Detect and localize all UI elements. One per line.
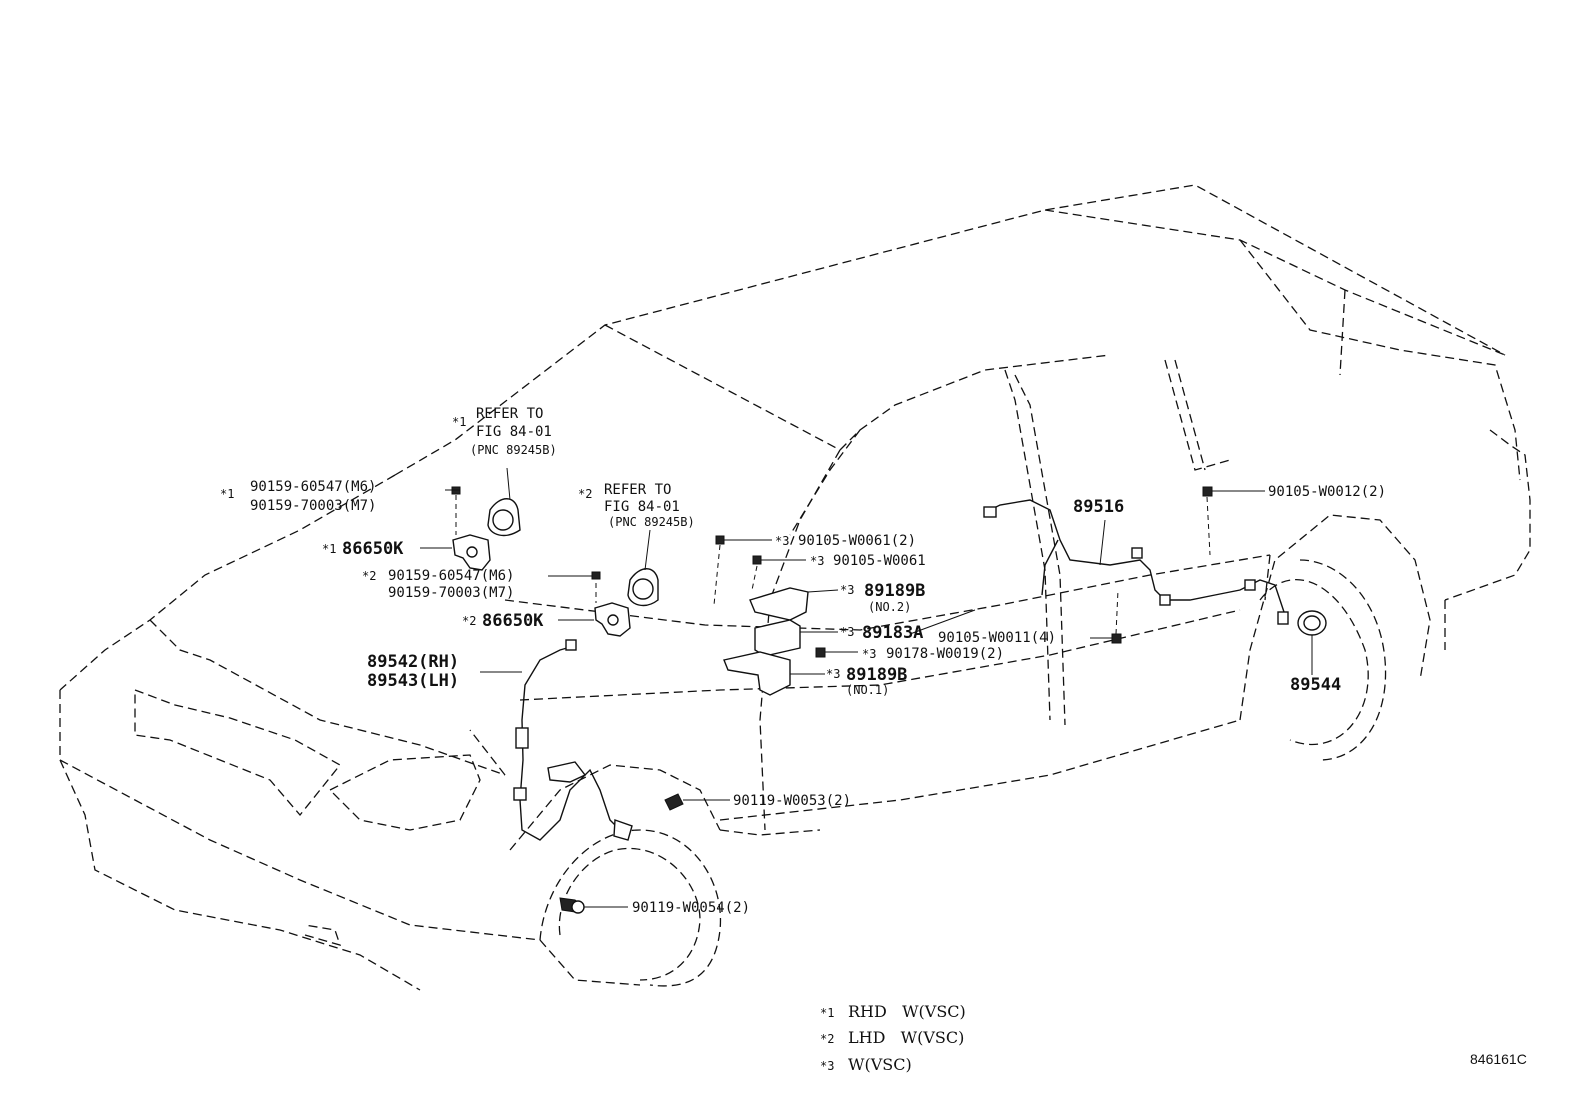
svg-text:*2: *2 [462,614,476,628]
callout-bolt-rhd: *1 90159-60547(M6) 90159-70003(M7) [220,479,376,514]
svg-text:RHD W(VSC): RHD W(VSC) [848,1002,966,1021]
bolt-icon-rhd [445,486,461,495]
bracket-no2 [749,587,839,621]
svg-text:86650K: 86650K [342,539,404,559]
callout-sensor-lhd: *2 86650K [462,611,544,631]
callout-refer-rhd: *1 REFER TO FIG 84-01 (PNC 89245B) [452,406,557,457]
svg-text:REFER TO: REFER TO [604,482,671,498]
svg-text:90159-70003(M7): 90159-70003(M7) [388,585,514,601]
legend: *1 RHD W(VSC) *2 LHD W(VSC) *3 W(VSC) [820,1002,966,1074]
svg-text:*3: *3 [840,583,854,597]
car-body-outline [59,184,1531,991]
svg-text:90178-W0019(2): 90178-W0019(2) [886,646,1004,662]
svg-text:*1: *1 [820,1006,834,1020]
rear-sensor-rotor [1297,610,1327,675]
svg-text:LHD W(VSC): LHD W(VSC) [848,1028,964,1047]
callout-rear-harness: 89516 [1073,497,1124,517]
nut-icon-w0019 [815,647,858,658]
callout-bracket-no1: *3 89189B (NO.1) [826,665,907,697]
svg-text:90159-60547(M6): 90159-60547(M6) [388,568,514,584]
svg-text:*3: *3 [820,1059,834,1073]
svg-text:*1: *1 [220,487,234,501]
bracket-no1 [723,651,825,696]
refer-part-rhd [487,467,521,537]
svg-text:*3: *3 [826,667,840,681]
callout-yaw-sensor: *3 89183A [840,623,923,643]
svg-text:REFER TO: REFER TO [476,406,543,422]
front-wheel-speed-sensor [480,639,633,841]
svg-text:90105-W0061: 90105-W0061 [833,553,926,569]
bolt-icon-w0012 [1202,486,1265,556]
svg-text:(NO.1): (NO.1) [846,683,889,697]
svg-text:*2: *2 [362,569,376,583]
bolt-icon-w0053 [664,793,730,811]
svg-text:(PNC 89245B): (PNC 89245B) [470,443,557,457]
svg-text:89544: 89544 [1290,675,1341,695]
svg-text:*1: *1 [322,542,336,556]
callout-rear-rotor: 89544 [1290,675,1341,695]
callout-front-sensor: 89542(RH) 89543(LH) [367,652,459,691]
svg-text:90105-W0061(2): 90105-W0061(2) [798,533,916,549]
callout-bolt-w0054: 90119-W0054(2) [632,900,750,916]
svg-text:(PNC 89245B): (PNC 89245B) [608,515,695,529]
callout-refer-lhd: *2 REFER TO FIG 84-01 (PNC 89245B) [578,482,695,529]
bolt-icon-w0054 [559,897,628,914]
svg-text:90159-70003(M7): 90159-70003(M7) [250,498,376,514]
svg-text:90105-W0011(4): 90105-W0011(4) [938,630,1056,646]
bolt-icon-w0011 [1090,589,1122,644]
svg-text:FIG 84-01: FIG 84-01 [604,499,680,515]
callout-bracket-no2: *3 89189B (NO.2) [840,581,925,614]
callout-bolt-w0011: 90105-W0011(4) [938,630,1056,646]
legend-item: *2 LHD W(VSC) [820,1028,964,1047]
yaw-rate-sensor [754,619,838,657]
bolt-icon-w0061-2 [713,535,772,606]
svg-text:89189B: 89189B [846,665,907,685]
svg-text:*3: *3 [840,625,854,639]
svg-text:89189B: 89189B [864,581,925,601]
svg-text:(NO.2): (NO.2) [868,600,911,614]
svg-text:90119-W0053(2): 90119-W0053(2) [733,793,851,809]
callout-nut-w0019: *3 90178-W0019(2) [862,646,1004,662]
svg-text:89542(RH): 89542(RH) [367,652,459,672]
legend-item: *1 RHD W(VSC) [820,1002,966,1021]
speed-sensor-lhd [594,583,631,637]
refer-part-lhd [627,529,659,607]
svg-text:86650K: 86650K [482,611,544,631]
rear-wire-harness [983,499,1289,625]
svg-text:89516: 89516 [1073,497,1124,517]
svg-text:*2: *2 [820,1032,834,1046]
figure-code: 846161C [1470,1051,1527,1067]
svg-text:89183A: 89183A [862,623,923,643]
legend-item: *3 W(VSC) [820,1055,912,1074]
svg-text:*3: *3 [862,647,876,661]
svg-text:*2: *2 [578,487,592,501]
svg-text:*3: *3 [775,534,789,548]
callout-bolt-w0053: 90119-W0053(2) [733,793,851,809]
svg-text:*3: *3 [810,554,824,568]
callout-bolt-w0061-2: *3 90105-W0061(2) [775,533,916,549]
callout-bolt-w0061: *3 90105-W0061 [810,553,926,569]
svg-text:90159-60547(M6): 90159-60547(M6) [250,479,376,495]
speed-sensor-rhd [452,495,491,571]
svg-text:FIG 84-01: FIG 84-01 [476,424,552,440]
svg-text:90119-W0054(2): 90119-W0054(2) [632,900,750,916]
svg-text:W(VSC): W(VSC) [848,1055,912,1074]
callout-bolt-w0012: 90105-W0012(2) [1268,484,1386,500]
svg-text:89543(LH): 89543(LH) [367,671,459,691]
callout-sensor-rhd: *1 86650K [322,539,404,559]
svg-text:*1: *1 [452,415,466,429]
bolt-icon-lhd [548,571,601,580]
callout-bolt-lhd: *2 90159-60547(M6) 90159-70003(M7) [362,568,514,601]
label-leaders [420,547,976,635]
bolt-icon-w0061 [751,555,806,591]
svg-text:90105-W0012(2): 90105-W0012(2) [1268,484,1386,500]
